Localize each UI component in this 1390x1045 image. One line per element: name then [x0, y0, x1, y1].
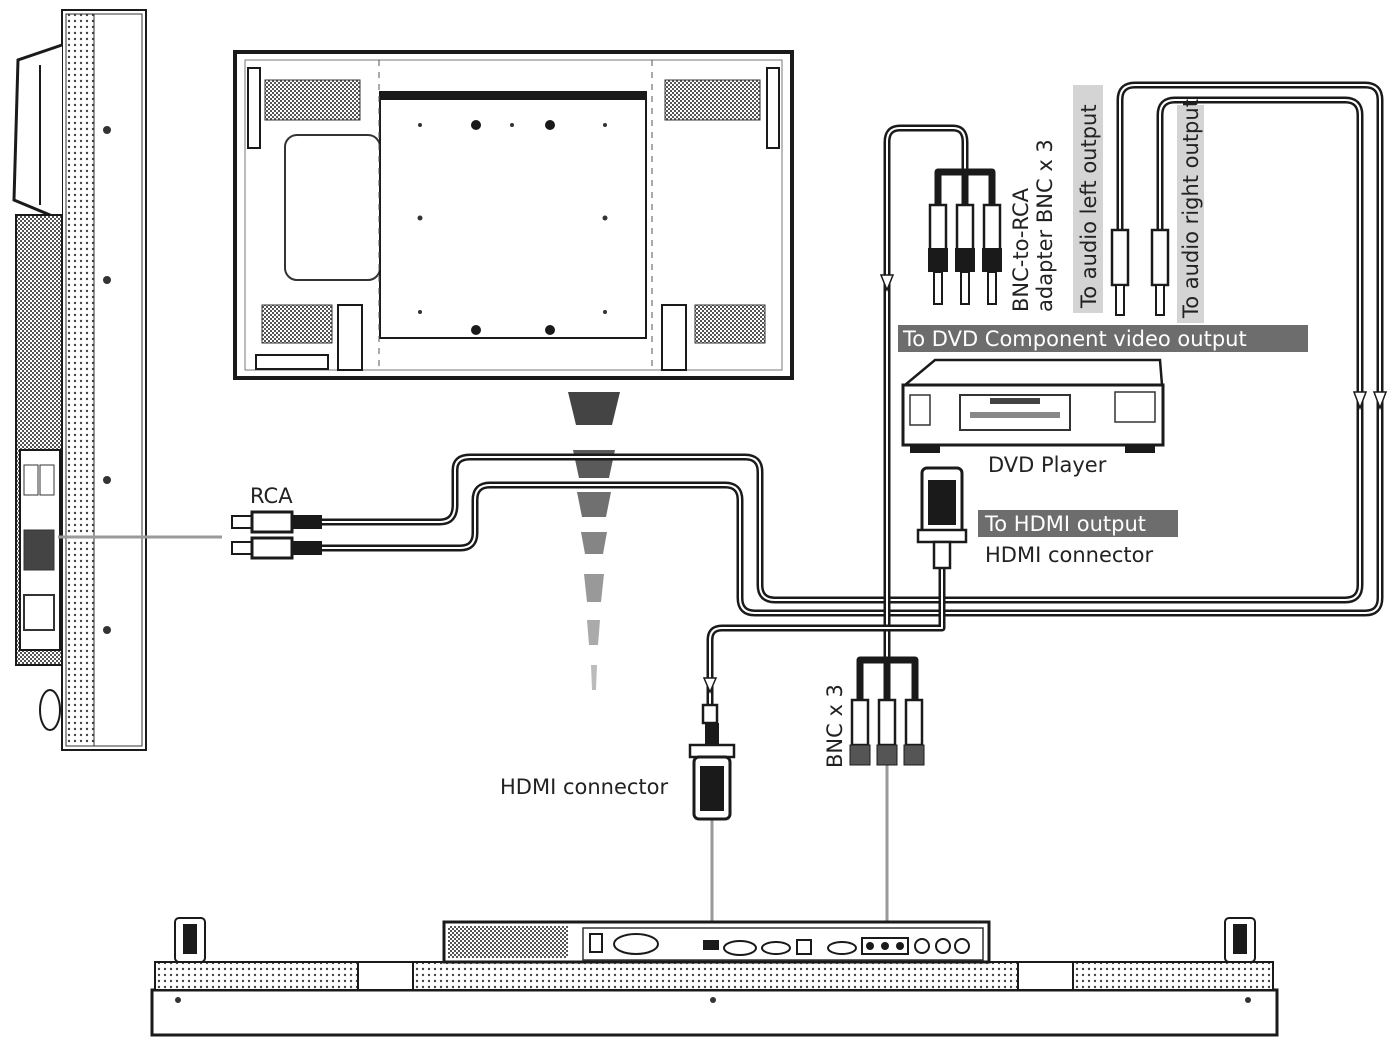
rca-plugs [231, 510, 322, 560]
dvd-player [901, 358, 1165, 453]
dvd-player-label: DVD Player [988, 453, 1107, 477]
hdmi-output-bar [978, 510, 1178, 537]
component-output-bar [898, 325, 1308, 352]
audio-left-bar [1073, 85, 1103, 313]
hdmi-connector-upper-shape [916, 466, 968, 570]
hdmi-connector-lower-label: HDMI connector [500, 775, 669, 799]
bnc-rca-adapters [928, 203, 1002, 305]
audio-left-label: To audio left output [1077, 104, 1101, 309]
monitor-rear-view [233, 50, 794, 380]
audio-rca-plugs [1110, 228, 1170, 316]
monitor-bottom-view [150, 917, 1279, 1037]
bnc-rca-adapter-label-line1: BNC-to-RCA [1009, 187, 1033, 312]
zoom-indicator [568, 392, 620, 690]
cables [316, 81, 1388, 709]
bnc-x3-label: BNC x 3 [823, 684, 847, 768]
audio-right-label: To audio right output [1179, 99, 1203, 319]
hdmi-output-label: To HDMI output [984, 512, 1146, 536]
bnc-rca-adapter-label-line2: adapter BNC x 3 [1033, 139, 1057, 312]
monitor-side-view [12, 9, 147, 751]
thin-wires [58, 535, 889, 940]
bnc-connectors [849, 698, 925, 766]
rca-label: RCA [250, 484, 293, 508]
hdmi-connector-upper-label: HDMI connector [985, 543, 1154, 567]
component-output-label: To DVD Component video output [902, 327, 1247, 351]
hdmi-connector-lower-shape [688, 703, 736, 821]
audio-right-bar [1177, 105, 1204, 323]
